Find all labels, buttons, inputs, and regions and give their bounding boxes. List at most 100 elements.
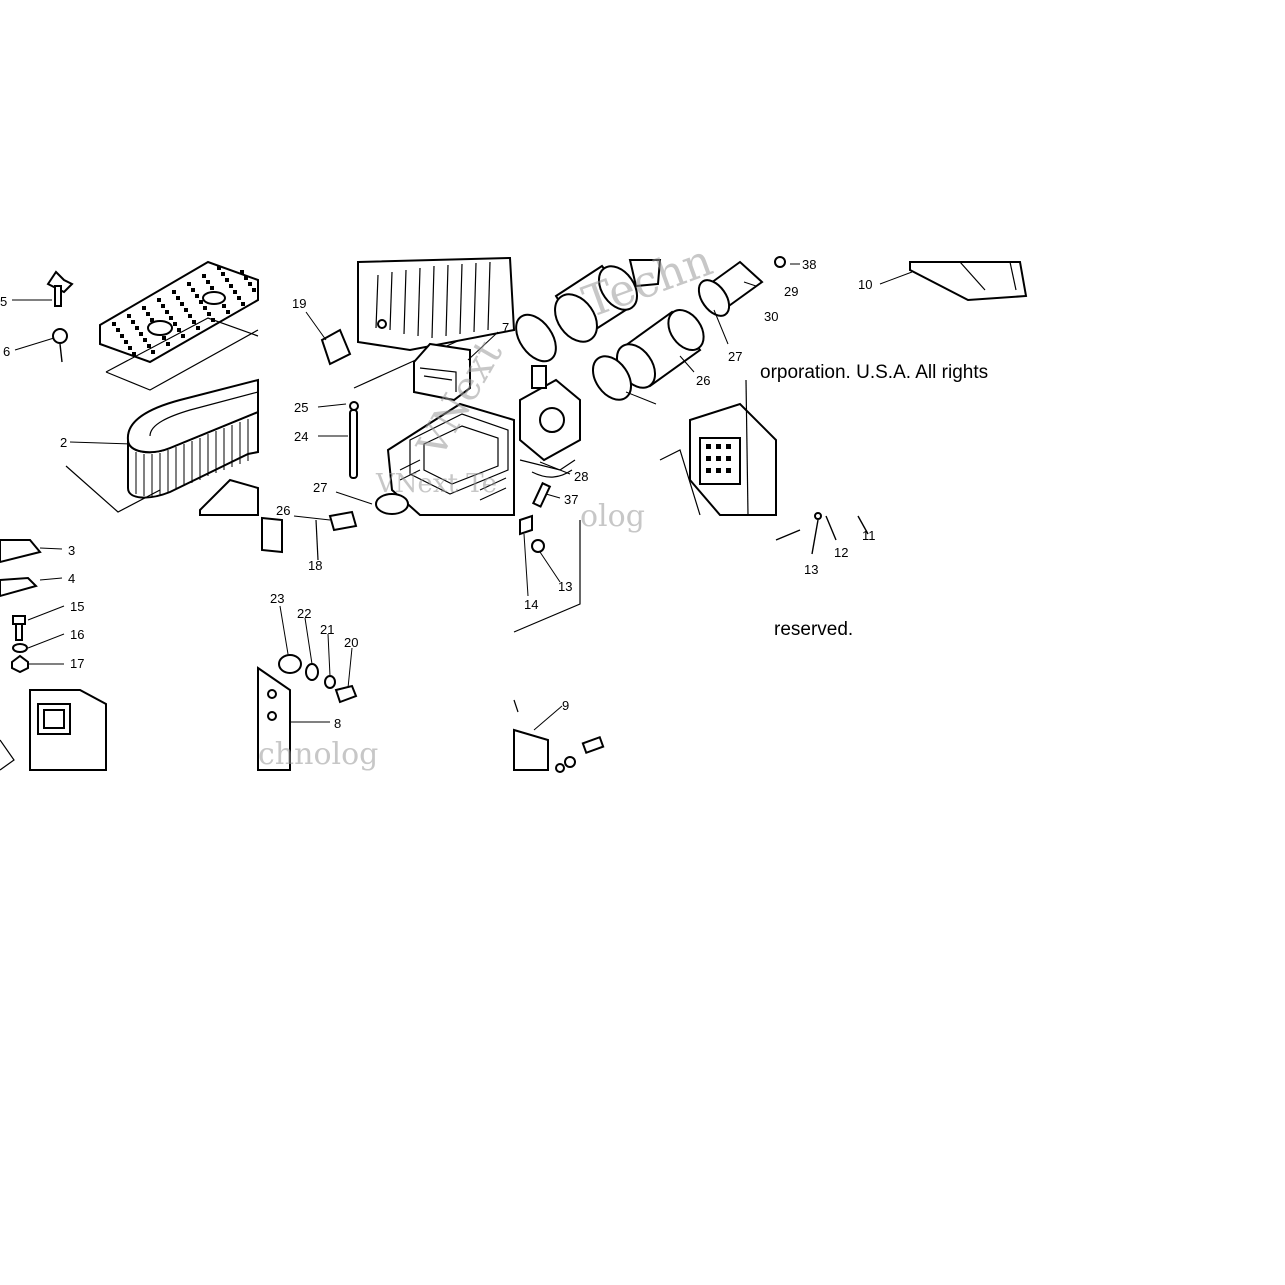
perforation xyxy=(142,306,146,310)
perforation xyxy=(176,296,180,300)
clip xyxy=(349,401,359,411)
finned-housing xyxy=(357,256,516,352)
perforation xyxy=(143,338,147,342)
perforation xyxy=(210,286,214,290)
intake-boot xyxy=(29,689,107,771)
perforation xyxy=(222,304,226,308)
washer xyxy=(12,643,28,653)
perforation xyxy=(112,322,116,326)
bolt-37 xyxy=(531,481,552,508)
bracket-plate xyxy=(257,666,291,771)
copyright-line-2: reserved. xyxy=(774,619,853,640)
perforation xyxy=(132,352,136,356)
wing-bolt xyxy=(46,270,74,307)
air-cleaner-cover xyxy=(99,260,259,364)
part-label: 3 xyxy=(68,543,75,558)
perforation xyxy=(128,346,132,350)
perforation xyxy=(225,278,229,282)
part-label: 26 xyxy=(696,373,710,388)
part-label: 5 xyxy=(0,294,7,309)
perforation xyxy=(196,326,200,330)
perforation xyxy=(135,326,139,330)
perforation xyxy=(221,272,225,276)
perforation xyxy=(244,276,248,280)
panel-edge xyxy=(261,516,283,554)
case-plate xyxy=(0,539,42,564)
part-label: 25 xyxy=(294,400,308,415)
part-label: 13 xyxy=(804,562,818,577)
intake-panel xyxy=(513,256,786,773)
part-label: 27 xyxy=(313,480,327,495)
perforation xyxy=(177,328,181,332)
perforation xyxy=(181,334,185,338)
perforation xyxy=(162,336,166,340)
part-label: 7 xyxy=(502,320,509,335)
perforation xyxy=(199,300,203,304)
perforation xyxy=(120,334,124,338)
intake-joint xyxy=(413,342,471,402)
intake-tube-upper xyxy=(554,264,639,343)
air-cleaner-panel xyxy=(0,260,259,771)
ring xyxy=(375,493,409,515)
assembly-line xyxy=(65,465,161,513)
part-label: 17 xyxy=(70,656,84,671)
perforation xyxy=(195,294,199,298)
perforation xyxy=(131,320,135,324)
tube-end xyxy=(628,259,662,288)
part-labels: 5 6 2 3 4 15 16 17 19 25 24 27 26 18 7 2… xyxy=(0,257,876,731)
part-label: 18 xyxy=(308,558,322,573)
perforation xyxy=(192,320,196,324)
part-label: 4 xyxy=(68,571,75,586)
perforation xyxy=(157,298,161,302)
bolt xyxy=(334,684,358,704)
cleaner-case xyxy=(199,478,259,516)
perforation xyxy=(139,332,143,336)
part-label: 29 xyxy=(784,284,798,299)
perforation xyxy=(207,312,211,316)
part-9 xyxy=(513,728,549,771)
perforation xyxy=(241,302,245,306)
washer-13 xyxy=(531,539,545,553)
copyright-line-1: orporation. U.S.A. All rights xyxy=(760,362,988,383)
part-label: 11 xyxy=(862,528,876,543)
part-label: 27 xyxy=(728,349,742,364)
collar xyxy=(305,663,319,681)
perforation xyxy=(166,342,170,346)
bracket xyxy=(320,328,352,366)
filter-element xyxy=(126,378,259,499)
nut-14 xyxy=(519,514,533,536)
perforation xyxy=(150,318,154,322)
reed-valve xyxy=(689,402,777,516)
leader-lines xyxy=(12,263,913,731)
perforation xyxy=(184,308,188,312)
pin xyxy=(349,409,358,479)
perforation xyxy=(165,310,169,314)
part-label: 37 xyxy=(564,492,578,507)
bolt xyxy=(581,735,605,755)
perforation xyxy=(146,312,150,316)
perforation xyxy=(237,296,241,300)
perforation xyxy=(172,290,176,294)
perforation xyxy=(187,282,191,286)
perforation xyxy=(240,270,244,274)
perforation xyxy=(203,306,207,310)
washer xyxy=(324,675,336,689)
part-label: 13 xyxy=(558,579,572,594)
part-label: 14 xyxy=(524,597,538,612)
engine-body xyxy=(386,402,515,516)
carburetor xyxy=(519,365,581,478)
screw xyxy=(774,256,786,268)
part-label: 19 xyxy=(292,296,306,311)
part-label: 2 xyxy=(60,435,67,450)
part-label: 16 xyxy=(70,627,84,642)
band-27 xyxy=(591,355,633,401)
engine-panel xyxy=(257,256,516,771)
clamp xyxy=(328,510,358,532)
perforation xyxy=(191,288,195,292)
hose-29 xyxy=(697,260,764,317)
perforation xyxy=(233,290,237,294)
band xyxy=(515,313,557,363)
case-gasket xyxy=(0,576,38,598)
part-label: 20 xyxy=(344,635,358,650)
